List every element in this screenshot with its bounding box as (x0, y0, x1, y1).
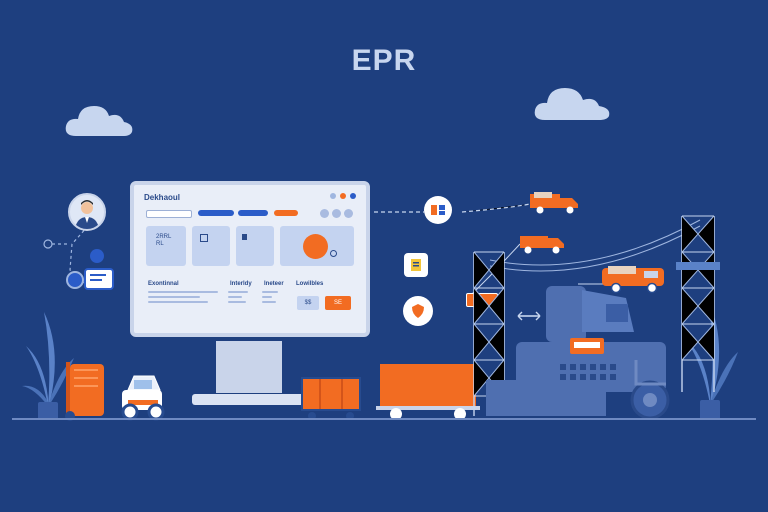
chart-card[interactable] (280, 226, 354, 266)
control-icon[interactable] (320, 209, 329, 218)
section-label: Exontinnal (148, 281, 179, 287)
section-label: Lowilbles (296, 281, 324, 287)
window-dot[interactable] (330, 193, 336, 199)
gear-icon[interactable] (66, 271, 84, 289)
ground-line (12, 418, 756, 420)
window-dot[interactable] (340, 193, 346, 199)
forklift-icon (121, 375, 165, 421)
nav-pill[interactable] (198, 210, 234, 216)
document-icon[interactable] (404, 253, 428, 277)
dashboard-brand: Dekhaoul (144, 193, 181, 202)
list-lines (228, 291, 252, 306)
puzzle-icon[interactable] (424, 196, 452, 224)
stat-card[interactable]: 2RRL RL (146, 226, 186, 266)
cursor-icon (330, 250, 337, 257)
stat-card-label: 2RRL RL (156, 234, 172, 247)
truck-icon[interactable] (518, 232, 566, 256)
tractor-icon (486, 286, 670, 420)
list-lines (262, 291, 282, 306)
nav-pill[interactable] (238, 210, 268, 216)
trailer-icon (376, 364, 480, 420)
chat-icon[interactable] (84, 268, 114, 290)
cart-icon (301, 377, 361, 420)
shield-icon[interactable] (403, 296, 433, 326)
control-icon[interactable] (332, 209, 341, 218)
section-label: Interldy (230, 281, 252, 287)
page-title: EPR (351, 44, 417, 77)
secondary-button[interactable]: $$ (297, 296, 319, 310)
cloud-icon (65, 106, 133, 136)
dashboard-monitor: Dekhaoul 2RRL RL Exontinnal Interldy Ine… (130, 181, 370, 337)
list-lines (148, 291, 218, 306)
card-icon (242, 234, 247, 240)
truck-icon[interactable] (528, 190, 580, 216)
card-icon (200, 234, 208, 242)
stat-card[interactable] (236, 226, 274, 266)
avatar-icon[interactable] (68, 193, 106, 231)
stat-card[interactable] (192, 226, 230, 266)
nav-pill-active[interactable] (274, 210, 298, 216)
hand-truck-icon (65, 362, 104, 421)
status-indicator (303, 234, 328, 259)
search-input[interactable] (146, 210, 192, 218)
window-dot[interactable] (350, 193, 356, 199)
settings-icon[interactable] (90, 249, 104, 263)
swap-arrows-icon (517, 311, 541, 321)
crane-icon (676, 215, 720, 392)
monitor-base (192, 394, 304, 405)
control-icon[interactable] (344, 209, 353, 218)
primary-button[interactable]: SE (325, 296, 351, 310)
monitor-stand (216, 341, 282, 393)
connector-lines (374, 203, 701, 317)
window-controls (330, 193, 356, 199)
cloud-icon (534, 88, 610, 120)
section-label: Ineteer (264, 281, 284, 287)
truck-icon[interactable] (600, 264, 670, 294)
